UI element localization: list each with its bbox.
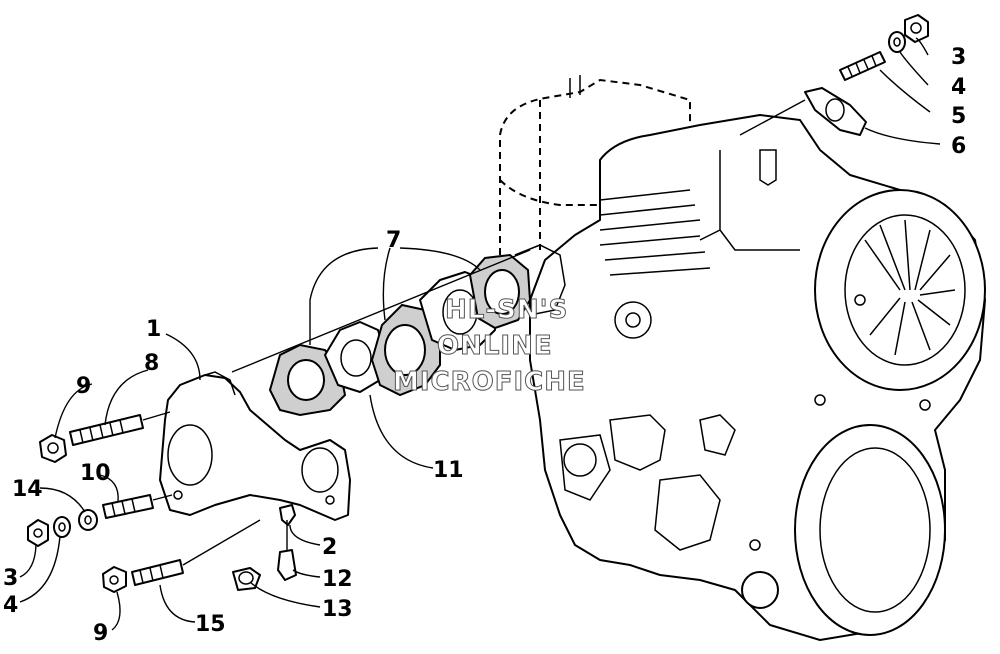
- leader-7a: [309, 247, 379, 345]
- stud-5: [839, 51, 886, 81]
- leader-6: [864, 127, 941, 145]
- watermark-line-3: MICROFICHE: [393, 367, 586, 397]
- leader-lines: [19, 37, 941, 631]
- engine-assembly: [499, 75, 986, 641]
- callout-8: 8: [144, 351, 159, 376]
- callout-15: 15: [195, 612, 226, 637]
- stud-15: [131, 559, 184, 586]
- washer-4-left: [53, 516, 71, 538]
- callout-1: 1: [146, 317, 161, 342]
- callout-12: 12: [322, 567, 353, 592]
- leader-3-top: [915, 37, 929, 56]
- callout-7: 7: [386, 228, 401, 253]
- leader-7b: [382, 247, 391, 321]
- leader-2: [289, 524, 321, 546]
- callouts: 1 2 3 4 5 6 7 8 9 10 11 12 13 14 3 4 9 1…: [3, 45, 966, 646]
- leader-3-left: [19, 544, 37, 578]
- leader-8: [104, 369, 149, 426]
- callout-9-upper: 9: [76, 374, 91, 399]
- callout-4-top: 4: [951, 75, 966, 100]
- watermark: HL-SN'S ONLINE MICROFICHE: [393, 295, 586, 398]
- washer-14: [78, 509, 98, 531]
- washer-4-top: [888, 31, 906, 53]
- callout-10: 10: [80, 461, 111, 486]
- leader-14: [39, 487, 86, 513]
- watermark-line-2: ONLINE: [437, 331, 553, 361]
- leader-4-left: [19, 535, 61, 603]
- leader-7c: [399, 247, 481, 271]
- left-hardware: [27, 411, 261, 593]
- callout-3-left: 3: [3, 566, 18, 591]
- leader-9-upper: [54, 383, 93, 439]
- callout-3-top: 3: [951, 45, 966, 70]
- leader-4-top: [899, 51, 929, 86]
- nut-3-left: [27, 519, 49, 547]
- leader-10: [99, 474, 119, 503]
- fitting-2: [279, 504, 296, 526]
- top-hardware: [739, 14, 929, 136]
- exhaust-manifold: [159, 371, 351, 521]
- callout-4-left: 4: [3, 593, 18, 618]
- hose-12: [277, 549, 297, 581]
- leader-9-lower: [111, 591, 121, 631]
- stud-10: [102, 494, 154, 519]
- callout-11: 11: [433, 458, 464, 483]
- nut-3-top: [904, 14, 929, 43]
- callout-14: 14: [12, 477, 43, 502]
- callout-13: 13: [322, 597, 353, 622]
- fittings: [232, 504, 297, 591]
- leader-5: [879, 69, 931, 113]
- leader-1: [165, 333, 201, 381]
- gasket-flange-stack: [231, 244, 566, 417]
- leader-11: [369, 394, 434, 469]
- gasket-6: [804, 87, 867, 136]
- leader-12: [292, 569, 321, 578]
- callout-5: 5: [951, 104, 966, 129]
- callout-9-lower: 9: [93, 621, 108, 646]
- callout-2: 2: [322, 535, 337, 560]
- watermark-line-1: HL-SN'S: [445, 295, 568, 325]
- leader-13: [249, 581, 321, 608]
- leader-15: [159, 584, 196, 623]
- nut-9-lower: [102, 566, 127, 593]
- stud-8: [69, 414, 144, 446]
- nut-9-upper: [39, 434, 67, 463]
- callout-6: 6: [951, 134, 966, 159]
